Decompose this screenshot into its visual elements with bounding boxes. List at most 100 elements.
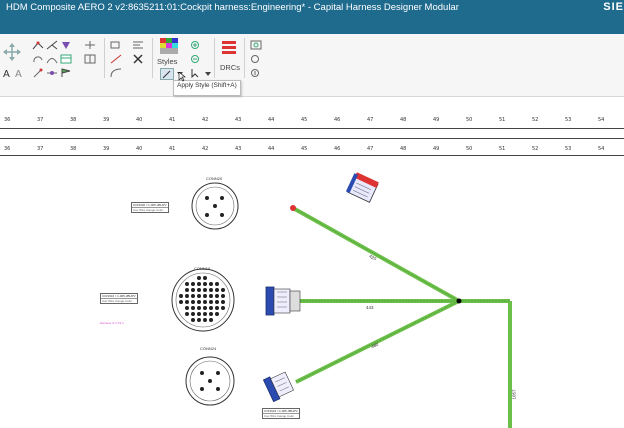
ruler-tick: 48 — [400, 117, 407, 123]
cut-icon[interactable] — [132, 54, 144, 64]
conn16-pin — [191, 318, 195, 322]
conn16-pin — [191, 306, 195, 310]
apply-style-button[interactable] — [160, 68, 174, 80]
ruler-tick: 37 — [37, 117, 44, 123]
harness-bundles[interactable] — [290, 205, 512, 428]
svg-text:A: A — [3, 69, 10, 78]
conn16-pin — [197, 276, 201, 280]
ruler-tick: 45 — [301, 146, 308, 152]
conn16-pin — [185, 282, 189, 286]
ruler-divider — [0, 128, 624, 129]
move-icon[interactable] — [2, 42, 22, 62]
grid-icon[interactable] — [84, 54, 96, 64]
conn24-label: CONN24 — [200, 346, 217, 351]
ruler-tick: 39 — [103, 117, 110, 123]
ribbon-separator — [152, 38, 153, 78]
dimension-icon[interactable] — [110, 40, 122, 50]
ruler-tick: 42 — [202, 146, 209, 152]
conn16-pin — [191, 300, 195, 304]
ruler-tick: 47 — [367, 146, 374, 152]
mouse-cursor-icon — [178, 72, 186, 82]
ribbon-separator — [104, 38, 105, 78]
text-style-icon[interactable]: A — [14, 68, 26, 78]
ruler-tick: 36 — [4, 146, 11, 152]
connector-conn20[interactable] — [191, 182, 239, 230]
select-dropdown-icon[interactable] — [202, 68, 214, 78]
ruler-tick: 51 — [499, 146, 506, 152]
drcs-icon[interactable] — [221, 40, 237, 56]
ruler-tick: 39 — [103, 146, 110, 152]
window-title: HDM Composite AERO 2 v2:8635211:01:Cockp… — [6, 2, 459, 13]
zoom-window-icon[interactable] — [250, 54, 262, 64]
arc-icon[interactable] — [110, 68, 122, 78]
connector-conn16[interactable] — [171, 268, 235, 332]
conn16-pin — [197, 318, 201, 322]
ruler-tick: 51 — [499, 117, 506, 123]
conn16-pin — [185, 294, 189, 298]
conn16-pin — [203, 282, 207, 286]
conn24-table[interactable]: CONN24 / C-005-3BUPV Cav Wire Gauge Colo… — [262, 408, 300, 419]
ruler-tick: 38 — [70, 146, 77, 152]
apply-style-tooltip: Apply Style (Shift+A) — [173, 80, 241, 96]
conn16-pin — [197, 306, 201, 310]
conn16-pin — [191, 282, 195, 286]
ruler-divider — [0, 138, 624, 139]
zoom-all-icon[interactable] — [250, 68, 262, 78]
text-icon[interactable]: A — [2, 68, 14, 78]
table-icon[interactable] — [60, 54, 72, 64]
zoom-fit-icon[interactable] — [250, 40, 262, 50]
split-icon[interactable] — [46, 40, 58, 50]
node-icon[interactable] — [60, 40, 72, 50]
conn16-table-title: CONN16 / C-005-3BUPV — [101, 294, 137, 299]
select-icon[interactable] — [190, 68, 202, 78]
ruler-tick: 44 — [268, 146, 275, 152]
ribbon-separator — [214, 38, 215, 78]
drawing-canvas[interactable] — [0, 158, 624, 428]
ruler-tick: 54 — [598, 117, 605, 123]
flag-icon[interactable] — [60, 68, 72, 78]
bend-icon[interactable] — [46, 54, 58, 64]
drcs-label: DRCs — [220, 63, 240, 72]
conn20-table[interactable]: CONN20 / C-005-4BUPV Cav Wire Gauge Colo… — [131, 202, 169, 213]
conn16-table[interactable]: CONN16 / C-005-3BUPV Cav Wire Gauge Colo… — [100, 293, 138, 304]
ruler-tick: 37 — [37, 146, 44, 152]
ruler-tick: 40 — [136, 146, 143, 152]
brand-logo: SIE — [603, 1, 624, 13]
route-icon[interactable] — [32, 40, 44, 50]
undo-route-icon[interactable] — [32, 54, 44, 64]
align-icon[interactable] — [132, 40, 144, 50]
connector-3d-top[interactable] — [345, 171, 379, 203]
ruler-tick: 49 — [433, 117, 440, 123]
clip-icon[interactable] — [46, 68, 58, 78]
conn16-pin — [191, 312, 195, 316]
ruler-tick: 44 — [268, 117, 275, 123]
conn16-pin — [203, 288, 207, 292]
styles-icon[interactable] — [160, 38, 178, 54]
conn16-pin — [197, 300, 201, 304]
conn16-pin — [209, 300, 213, 304]
ruler-tick: 42 — [202, 117, 209, 123]
zoom-out-icon[interactable] — [190, 54, 202, 64]
conn16-pin — [185, 306, 189, 310]
ruler-tick: 50 — [466, 117, 473, 123]
conn24-table-header: Cav Wire Gauge Color — [264, 414, 295, 418]
pin-icon[interactable] — [32, 68, 44, 78]
ruler-tick: 38 — [70, 117, 77, 123]
connector-conn24[interactable] — [185, 356, 235, 406]
ruler-tick: 43 — [235, 146, 242, 152]
ruler-tick: 41 — [169, 146, 176, 152]
conn24-table-title: CONN24 / C-005-3BUPV — [263, 409, 299, 414]
ruler-tick: 36 — [4, 117, 11, 123]
conn16-pin — [215, 294, 219, 298]
pink-annotation: Harness C-1 P1.1 — [100, 321, 124, 325]
zoom-in-icon[interactable] — [190, 40, 202, 50]
conn16-pin — [203, 306, 207, 310]
splice-icon[interactable] — [84, 40, 96, 50]
connector-3d-middle[interactable] — [265, 286, 301, 316]
styles-label: Styles — [157, 57, 178, 66]
conn16-pin — [215, 306, 219, 310]
connector-3d-bottom[interactable] — [262, 370, 294, 403]
connect-icon[interactable] — [110, 54, 122, 64]
